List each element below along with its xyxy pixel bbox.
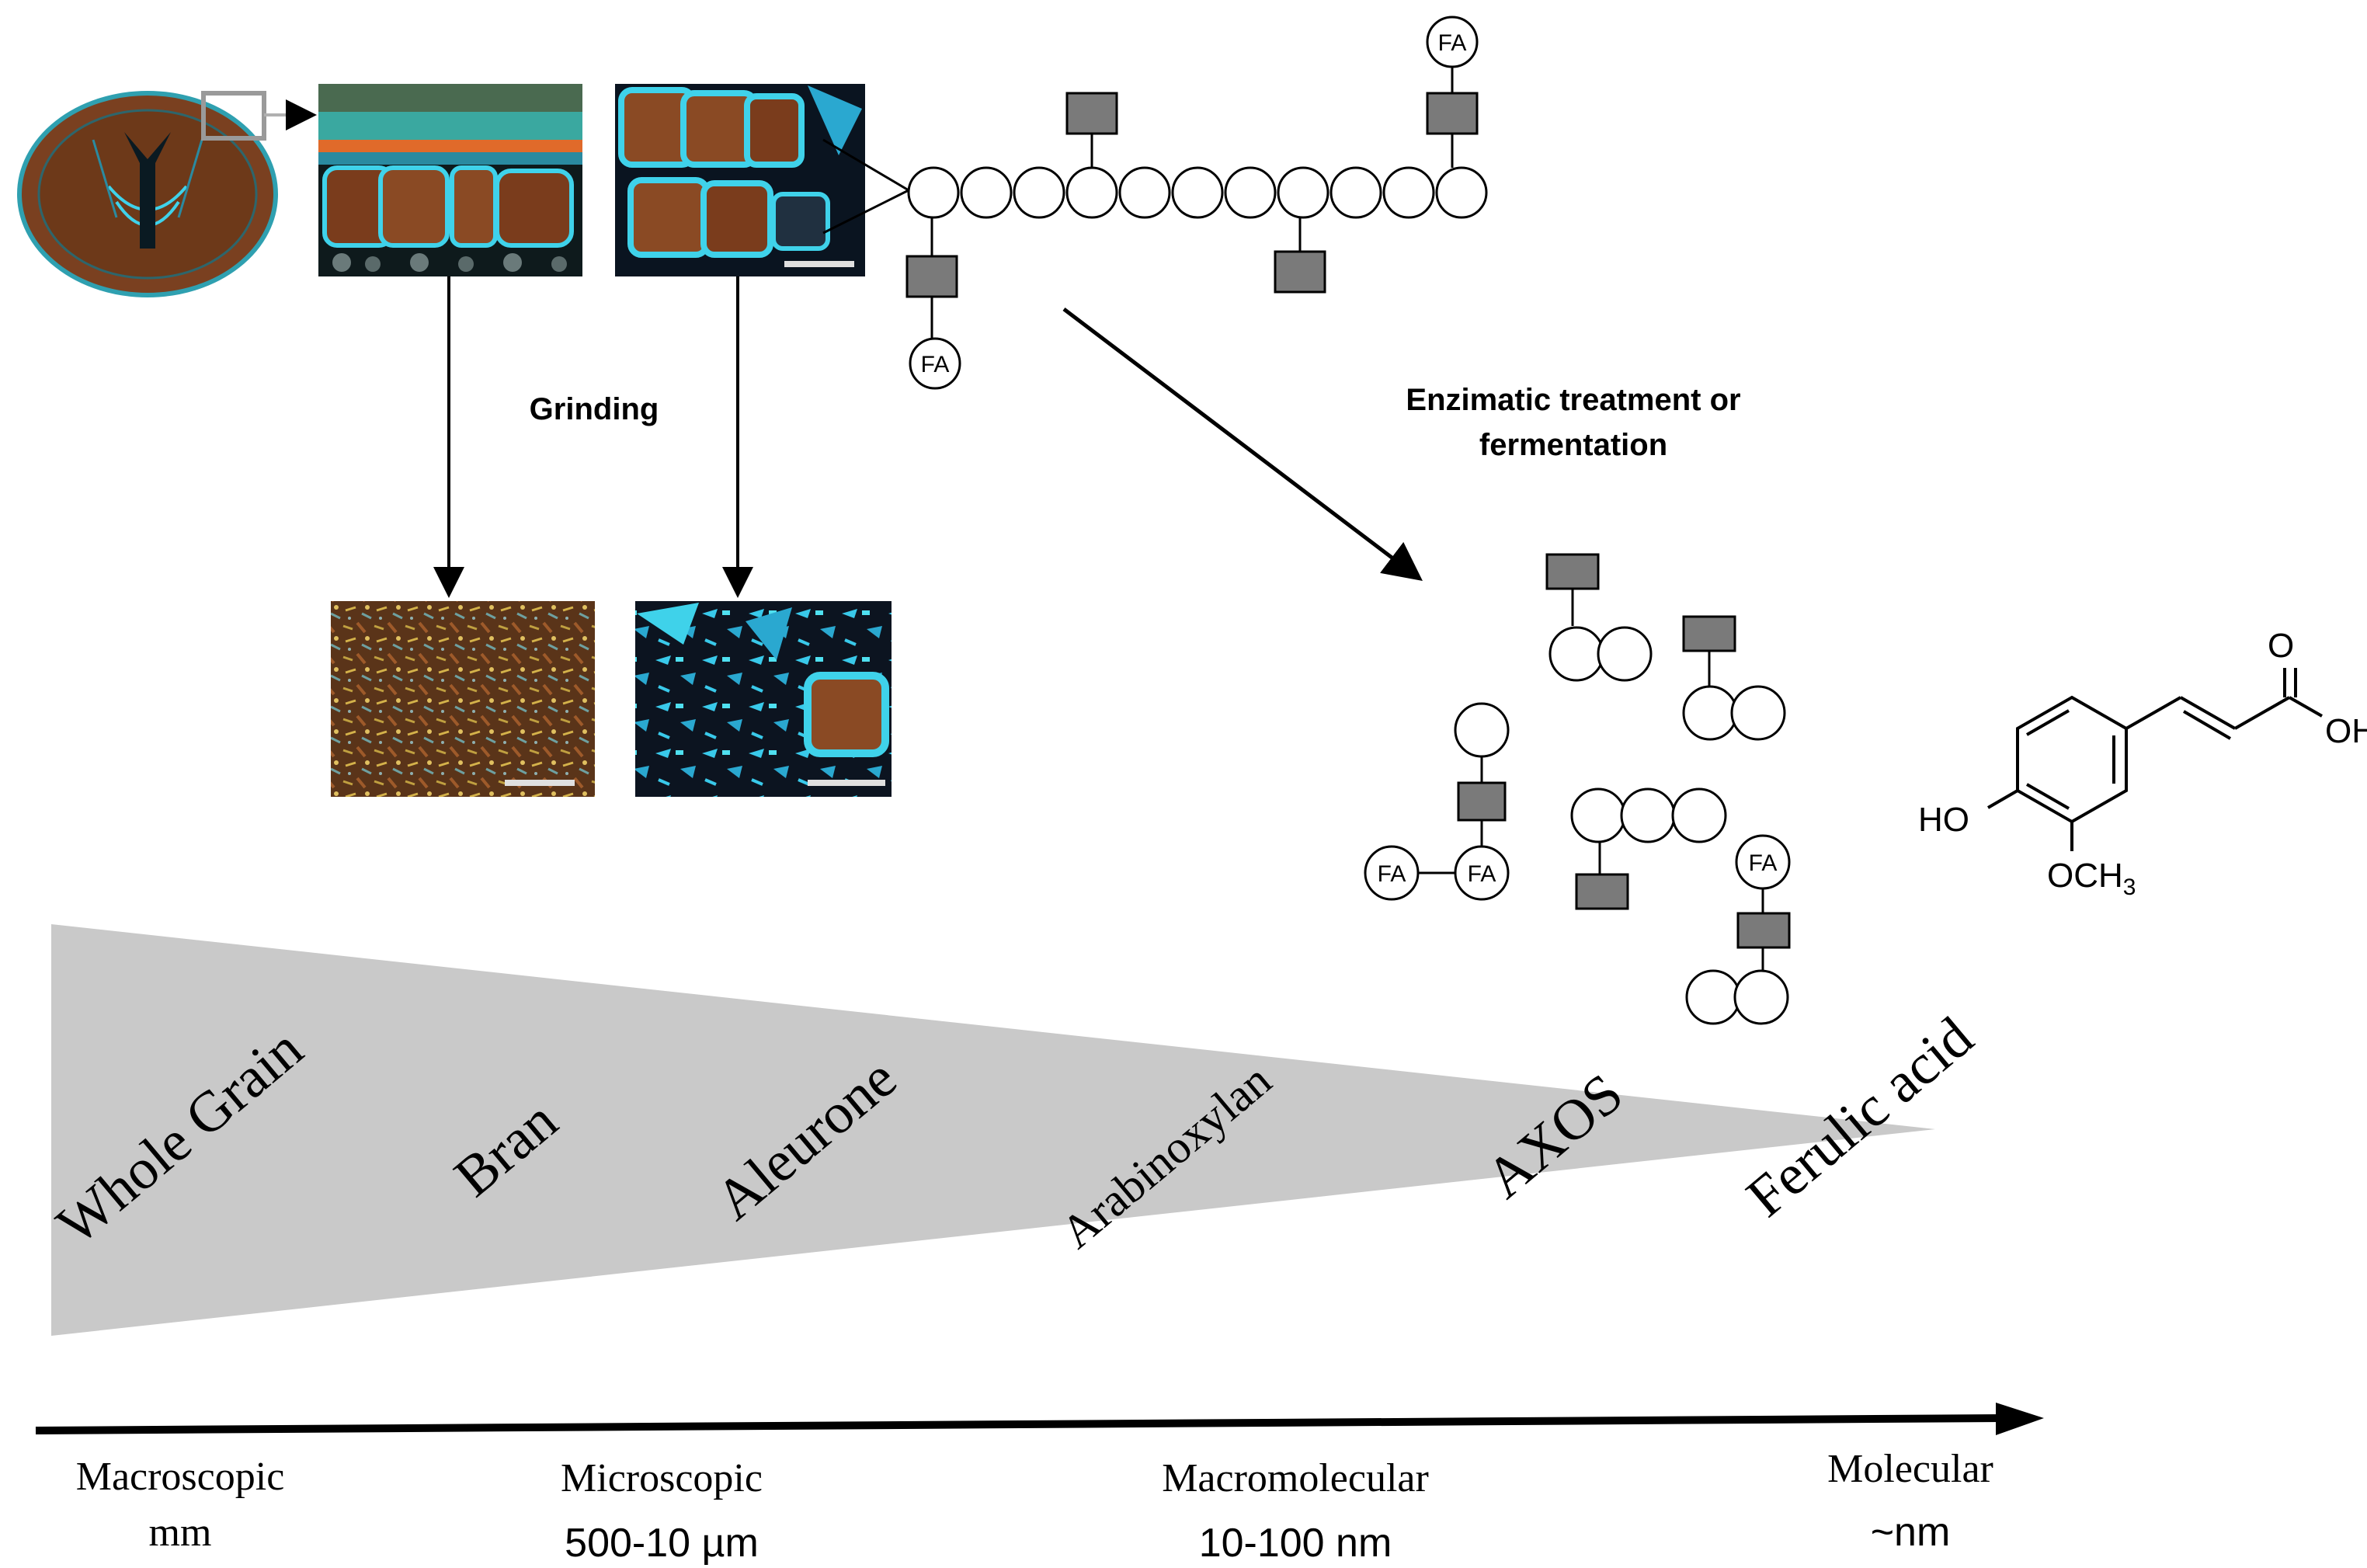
xylose-unit — [1435, 166, 1488, 219]
enzimatic-label-line1: Enzimatic treatment or — [1406, 383, 1740, 417]
arabinose-unit — [1426, 92, 1479, 135]
molecule-o: O — [2268, 627, 2294, 665]
svg-text:FA: FA — [1749, 850, 1778, 876]
arabinose-branches — [905, 67, 1479, 339]
axos-fragment-1 — [1545, 553, 1653, 682]
scale-molecular: Molecular — [1827, 1447, 1993, 1491]
aleurone-microscopy-image — [615, 84, 865, 276]
svg-text:FA: FA — [1468, 861, 1496, 887]
ground-aleurone-image — [635, 601, 892, 797]
scale-macroscopic: Macroscopic — [76, 1455, 285, 1499]
xylose-unit — [1013, 166, 1065, 219]
svg-text:FA: FA — [1378, 861, 1406, 887]
axos-fragment-2 — [1682, 615, 1786, 741]
xylose-unit — [1171, 166, 1224, 219]
xylose-unit — [960, 166, 1013, 219]
grinding-label: Grinding — [530, 392, 659, 426]
xylose-unit — [1118, 166, 1171, 219]
ferulic-acid-structure — [1986, 668, 2323, 851]
enzymatic-arrow — [1062, 308, 1423, 582]
axos-fragment-5: FA — [1685, 834, 1791, 1025]
fa-group-top: FA — [1426, 16, 1479, 68]
scale-molecular-unit: ~nm — [1871, 1510, 1951, 1555]
axos-fragment-3: FA FA — [1364, 702, 1510, 901]
xylose-unit — [907, 166, 960, 219]
scale-axis — [35, 1414, 2004, 1434]
enzimatic-label-line2: fermentation — [1479, 428, 1667, 462]
molecule-oh: OH — [2325, 712, 2367, 750]
svg-text:FA: FA — [1438, 30, 1467, 56]
xylose-unit — [1224, 166, 1277, 219]
axos-fragment-4 — [1570, 787, 1727, 910]
scale-microscopic: Microscopic — [561, 1456, 763, 1500]
xylose-unit — [1065, 166, 1118, 219]
scale-macromolecular: Macromolecular — [1162, 1456, 1429, 1500]
fa-group-bottom: FA — [909, 337, 961, 390]
xylose-unit — [1329, 166, 1382, 219]
molecule-ho: HO — [1918, 801, 1969, 839]
arabinoxylan-chain — [907, 166, 1488, 219]
xylose-unit — [1382, 166, 1435, 219]
arabinose-unit — [905, 255, 958, 298]
bran-microscopy-image — [318, 84, 582, 276]
svg-text:FA: FA — [921, 352, 950, 377]
arabinose-unit — [1274, 250, 1326, 294]
scale-wedge — [51, 924, 1935, 1336]
ground-bran-image — [331, 601, 595, 797]
scale-microscopic-unit: 500-10 µm — [565, 1521, 759, 1566]
scale-axis-arrowhead — [1996, 1403, 2044, 1435]
scale-macromolecular-unit: 10-100 nm — [1199, 1521, 1392, 1566]
scale-macroscopic-unit: mm — [149, 1511, 212, 1555]
molecule-och3: OCH3 — [2047, 857, 2136, 900]
xylose-unit — [1277, 166, 1329, 219]
arabinose-unit — [1065, 92, 1118, 135]
whole-grain-cross-section-image — [17, 91, 278, 297]
